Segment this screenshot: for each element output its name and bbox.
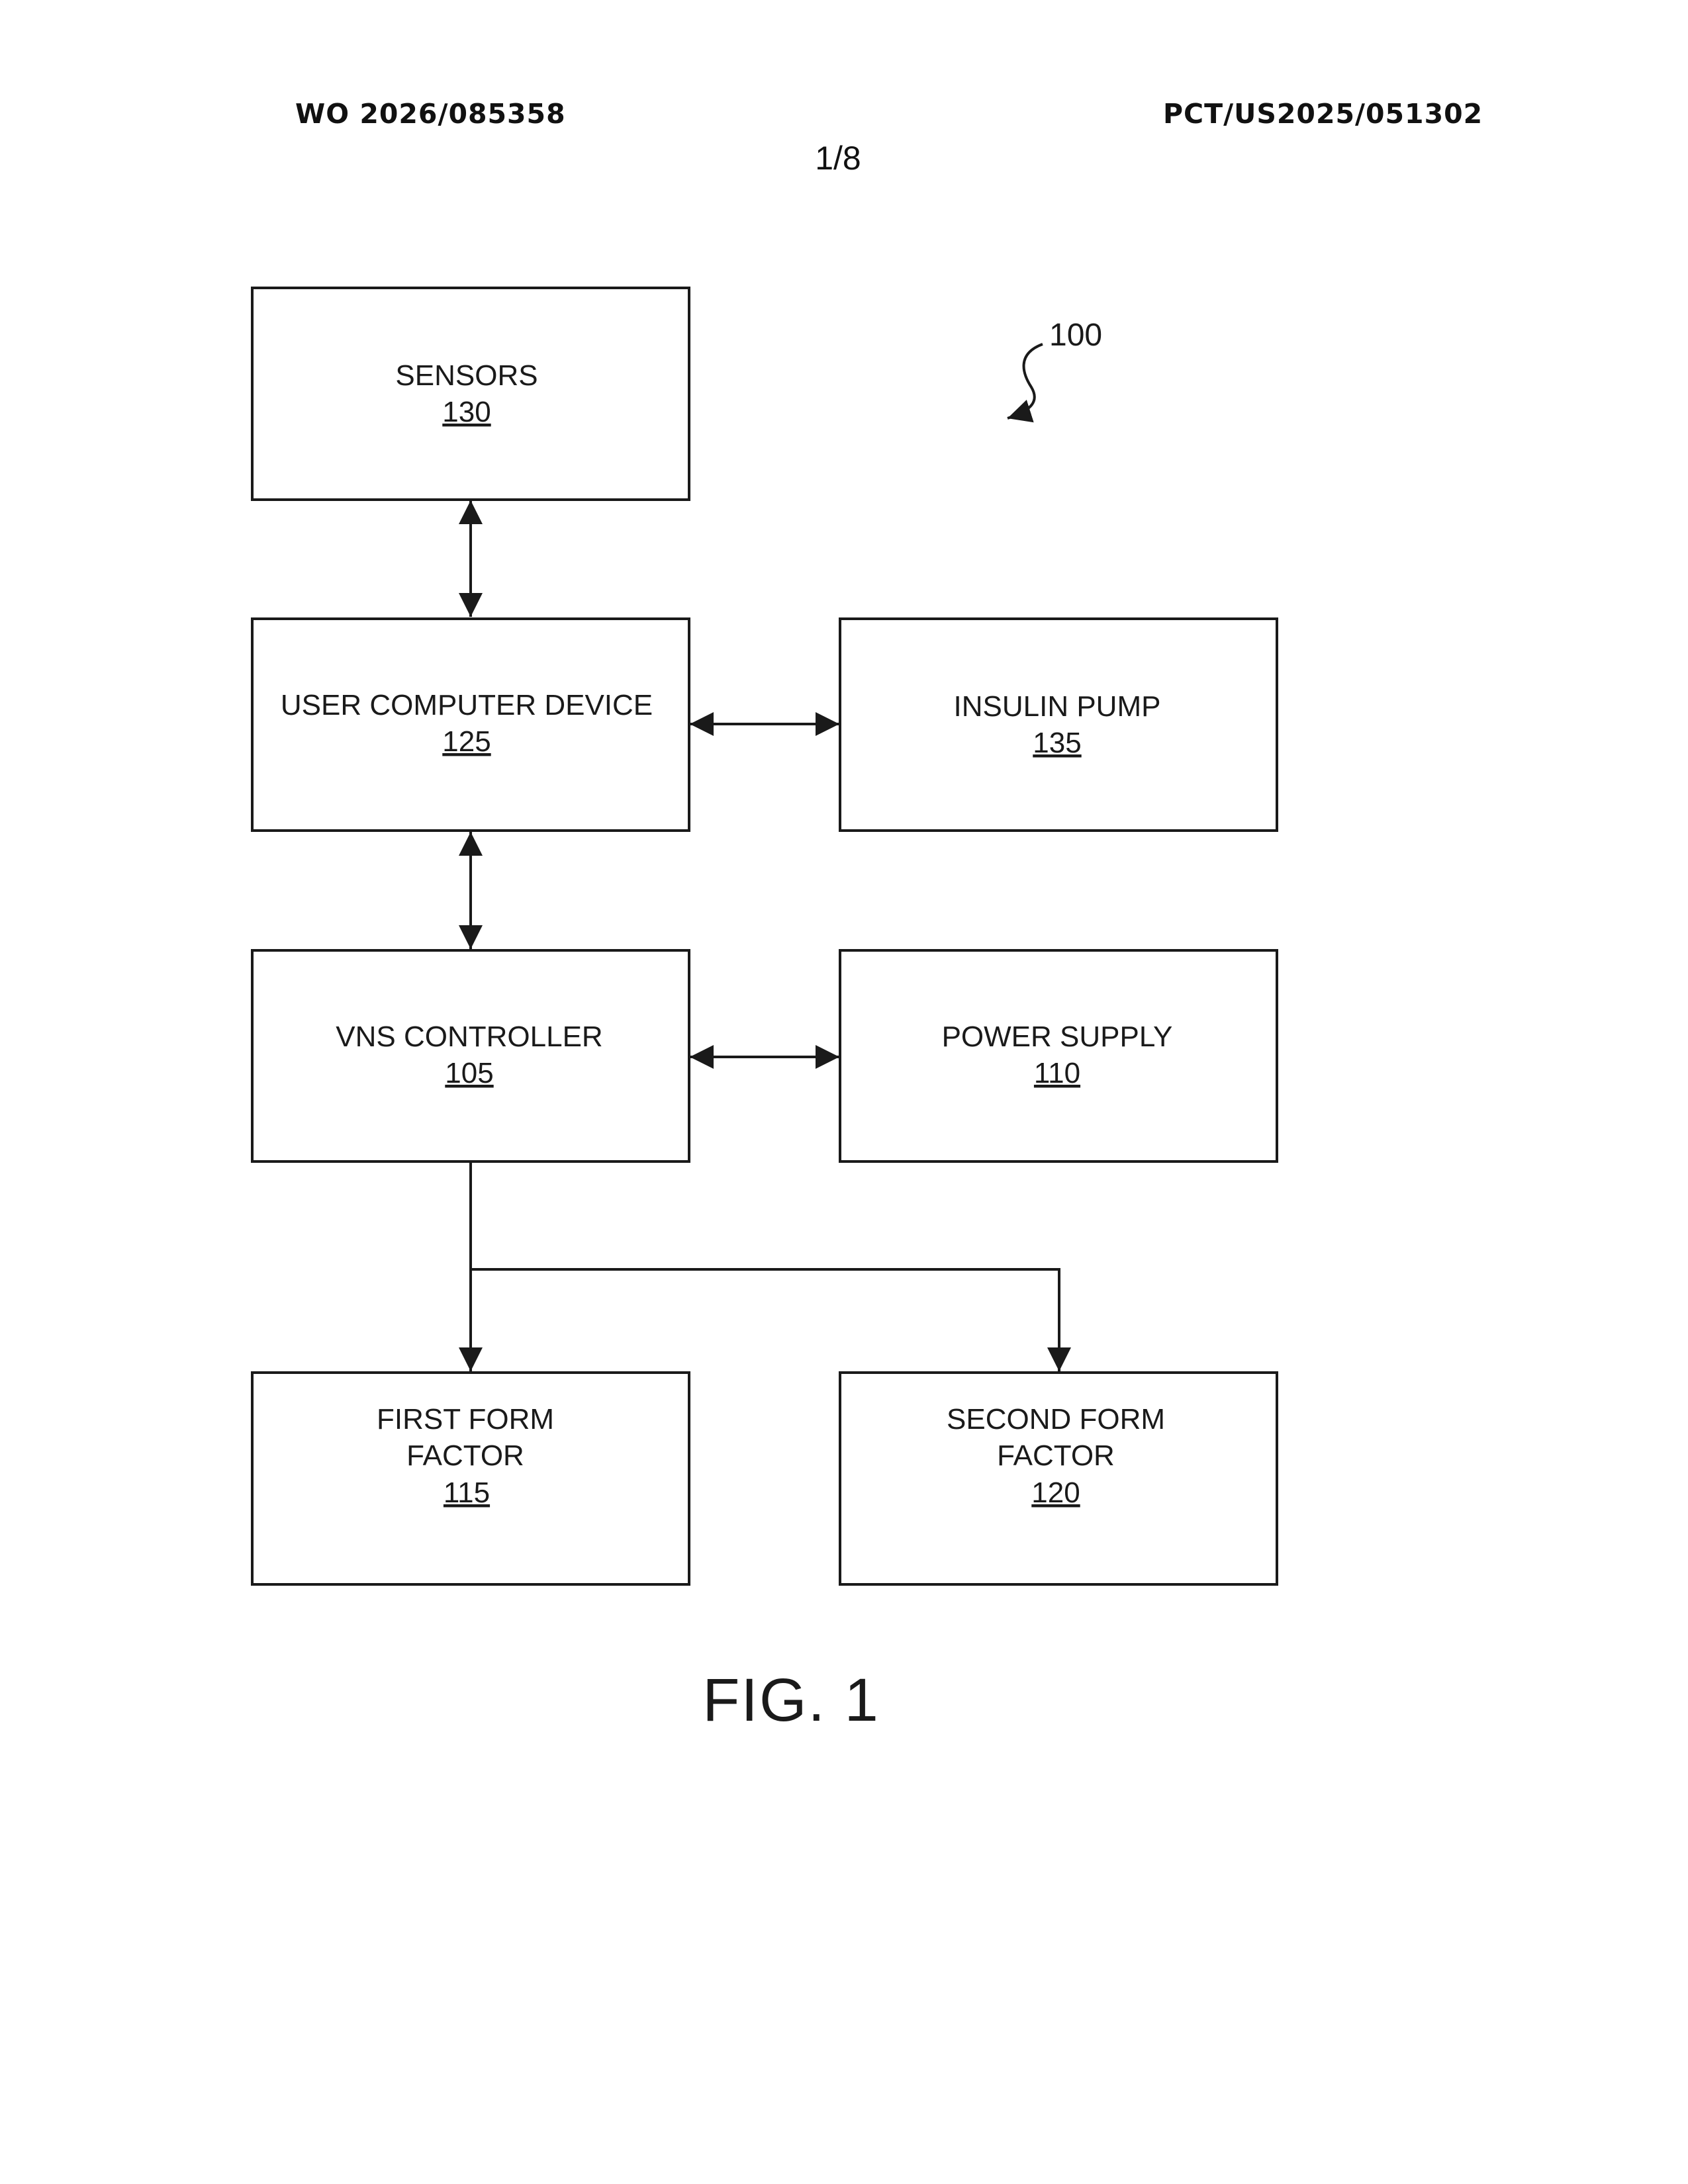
box-first-form-factor-ref: 115 (444, 1477, 490, 1509)
box-vns-controller: VNS CONTROLLER 105 (252, 950, 689, 1161)
box-sensors-ref: 130 (442, 396, 491, 428)
box-power-supply-ref: 110 (1034, 1057, 1080, 1089)
box-vns-controller-ref: 105 (445, 1057, 493, 1089)
box-sensors-label: SENSORS (395, 359, 538, 392)
box-power-supply: POWER SUPPLY 110 (840, 950, 1277, 1161)
connector-vns-controller-second-form-factor (471, 1269, 1059, 1371)
box-user-computer-device-ref: 125 (442, 725, 491, 758)
figure-label: FIG. 1 (702, 1666, 880, 1734)
box-first-form-factor-label-line-1: FIRST FORM (377, 1403, 554, 1435)
box-sensors: SENSORS 130 (252, 288, 689, 500)
box-first-form-factor: FIRST FORM FACTOR 115 (252, 1373, 689, 1584)
box-insulin-pump: INSULIN PUMP 135 (840, 619, 1277, 831)
overall-ref-leader (1008, 344, 1043, 418)
box-second-form-factor-ref: 120 (1031, 1477, 1080, 1509)
box-first-form-factor-label-line-2: FACTOR (406, 1439, 524, 1472)
box-second-form-factor: SECOND FORM FACTOR 120 (840, 1373, 1277, 1584)
box-insulin-pump-label: INSULIN PUMP (954, 690, 1161, 723)
overall-ref: 100 (1049, 318, 1102, 353)
box-vns-controller-label: VNS CONTROLLER (336, 1021, 602, 1053)
box-second-form-factor-label-line-1: SECOND FORM (947, 1403, 1165, 1435)
box-user-computer-device-label: USER COMPUTER DEVICE (281, 689, 653, 721)
box-insulin-pump-ref: 135 (1033, 727, 1081, 759)
box-second-form-factor-label-line-2: FACTOR (997, 1439, 1115, 1472)
box-power-supply-label: POWER SUPPLY (942, 1021, 1173, 1053)
box-user-computer-device: USER COMPUTER DEVICE 125 (252, 619, 689, 831)
